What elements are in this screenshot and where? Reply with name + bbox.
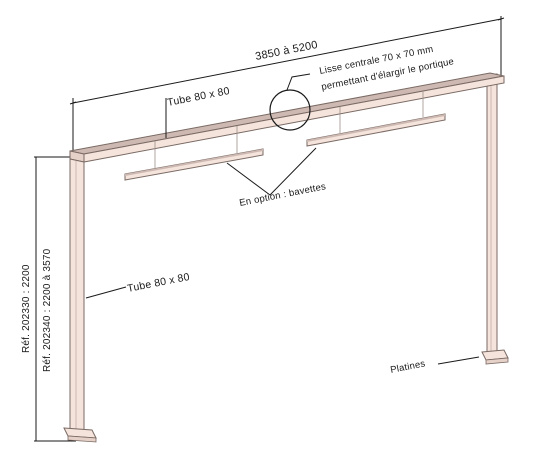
height-dimension-line bbox=[34, 156, 76, 442]
width-dimension-line bbox=[69, 16, 505, 150]
right-post bbox=[481, 73, 509, 365]
left-post bbox=[63, 158, 97, 443]
ref-202340-label: Réf. 202340 : 2200 à 3570 bbox=[42, 248, 53, 372]
hanging-rods bbox=[154, 91, 424, 168]
tube-side-label: Tube 80 x 80 bbox=[126, 271, 190, 295]
ref-202330-label: Réf. 202330 : 2200 bbox=[21, 264, 32, 353]
option-bavettes-label: En option : bavettes bbox=[238, 181, 326, 209]
leader-lines bbox=[85, 73, 480, 365]
bavette-right bbox=[306, 113, 446, 147]
platines-label: Platines bbox=[389, 358, 426, 376]
lisse-detail-circle bbox=[269, 89, 311, 131]
top-beam bbox=[69, 72, 505, 163]
bavette-left bbox=[124, 148, 264, 181]
tube-top-label: Tube 80 x 80 bbox=[166, 85, 230, 109]
width-dimension-label: 3850 à 5200 bbox=[254, 39, 318, 63]
